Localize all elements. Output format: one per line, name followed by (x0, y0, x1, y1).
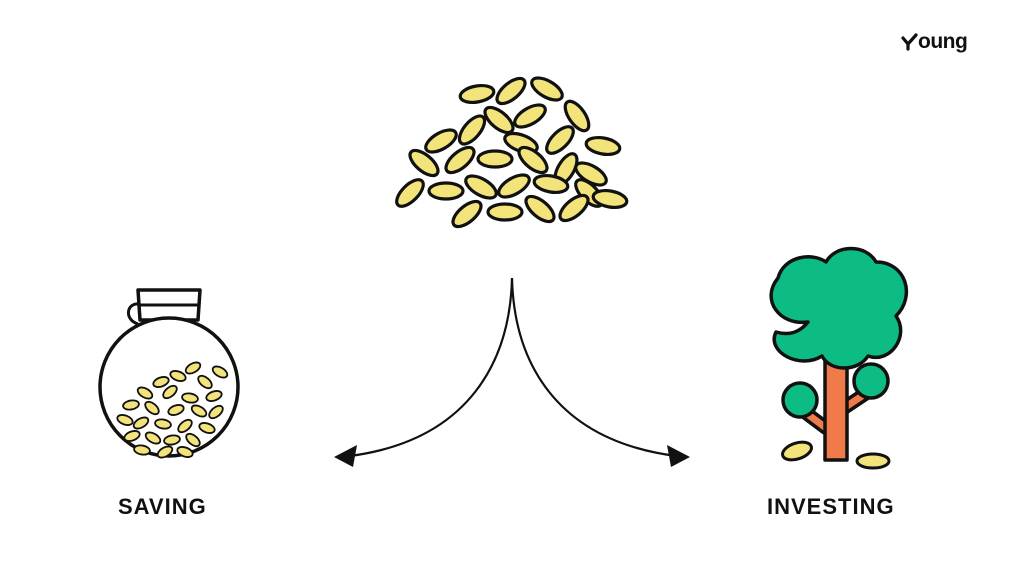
pile-seed (395, 178, 425, 208)
tree-foliage-right (852, 362, 890, 400)
jar-seed (208, 404, 224, 420)
jar-seed (185, 432, 201, 448)
saving-label: SAVING (118, 494, 207, 519)
pile-seed (517, 145, 549, 175)
jar-seed (211, 365, 229, 379)
jar-seed (169, 370, 187, 382)
jar-seed (167, 404, 185, 416)
seed-jar-icon (98, 288, 240, 459)
pile-seed (530, 76, 564, 102)
jar-seeds (116, 361, 229, 459)
pile-seed (524, 194, 556, 224)
pile-seed (563, 99, 591, 133)
fallen-seed-right (855, 452, 891, 470)
pile-seed (451, 199, 483, 229)
right-arrow-curve (510, 277, 677, 458)
pile-seed (464, 174, 498, 200)
left-arrow-curve (349, 277, 514, 458)
jar-seed (190, 404, 208, 418)
brand-logo[interactable]: oung (901, 30, 968, 54)
jar-handle (127, 302, 141, 326)
pile-seed (476, 149, 514, 169)
jar-seed (184, 361, 202, 375)
jar-seed (144, 431, 162, 445)
jar-seed (177, 418, 193, 434)
jar-seed (156, 445, 174, 459)
pile-seed (495, 76, 527, 106)
jar-seed (197, 374, 213, 390)
tree-canopy (769, 246, 908, 370)
jar-seed (152, 376, 170, 388)
jar-seed (123, 430, 141, 442)
jar-seed (176, 446, 194, 458)
investing-label: INVESTING (767, 494, 895, 519)
pile-seed (513, 103, 547, 129)
pile-seed (545, 125, 575, 155)
pile-seed (497, 173, 531, 199)
pile-seed (424, 128, 458, 154)
pile-seed (427, 181, 465, 201)
pile-seed (408, 148, 440, 178)
jar-seed (116, 414, 134, 426)
split-arrow-icon (349, 277, 677, 458)
jar-seed (144, 400, 160, 416)
jar-seed (136, 386, 154, 400)
pile-seed (591, 188, 629, 210)
money-tree-icon (769, 246, 908, 470)
fallen-seed-left (781, 440, 813, 462)
pile-seed (444, 145, 476, 175)
pile-seed (486, 202, 524, 222)
checkmark-y-icon (901, 33, 918, 51)
pile-seed (458, 83, 496, 105)
pile-seed (584, 135, 622, 157)
jar-seed (132, 416, 150, 430)
seed-pile-icon (395, 76, 629, 229)
logo-text: oung (918, 30, 968, 53)
jar-seed (133, 444, 151, 456)
pile-seed (483, 105, 515, 135)
left-arrow-head (334, 445, 357, 467)
right-arrow-head (667, 445, 690, 467)
pile-seed (558, 193, 590, 223)
jar-seed (163, 434, 181, 446)
jar-seed (162, 384, 178, 400)
jar-seed (198, 422, 216, 434)
jar-seed (154, 418, 172, 430)
jar-seed (181, 392, 199, 404)
jar-seed (122, 399, 140, 411)
pile-seed (457, 114, 487, 146)
tree-foliage-left (781, 381, 819, 419)
jar-seed (205, 390, 223, 402)
pile-seed (532, 173, 570, 195)
